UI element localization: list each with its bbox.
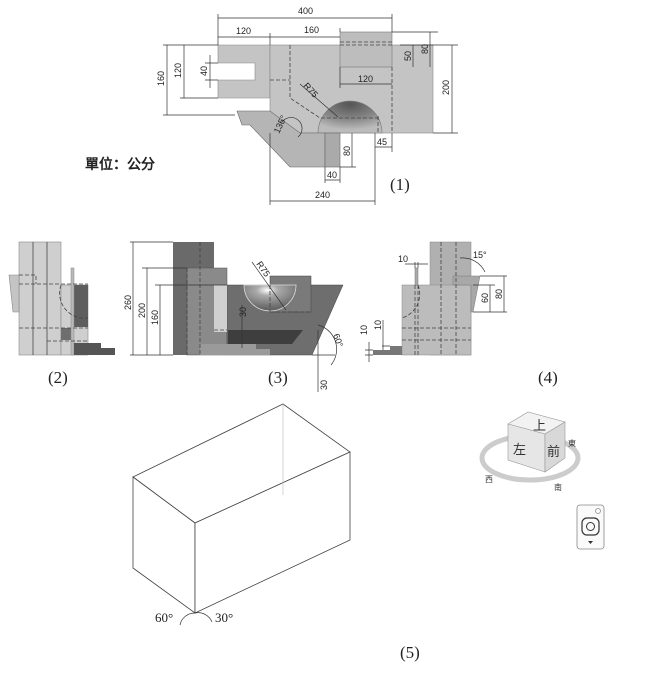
dim-260: 260	[123, 295, 133, 310]
view-1-top-view: 400 120 160 50 80 200 120 160 120 40 R75…	[156, 6, 458, 205]
dim-160-left: 160	[156, 71, 166, 86]
caption-1: (1)	[390, 175, 410, 194]
post	[414, 267, 419, 286]
dim-40-slot: 40	[199, 66, 209, 76]
dim-200: 200	[441, 80, 451, 95]
dim-30-slot: 30	[238, 307, 248, 317]
dark-block	[74, 285, 88, 327]
dim-10-left: 10	[359, 325, 369, 335]
view-2-side-view: (2)	[8, 241, 115, 387]
angle-15: 15°	[473, 250, 487, 260]
dim-160: 160	[150, 310, 160, 325]
settings-icon[interactable]	[595, 508, 601, 514]
dim-50: 50	[403, 51, 413, 61]
dim-30-base: 30	[319, 380, 329, 390]
post	[70, 267, 75, 356]
view-cube[interactable]: 上 左 前 東 西 南	[479, 411, 581, 492]
dim-40-post: 40	[327, 170, 337, 180]
cube-front-label: 前	[547, 444, 560, 460]
box-right-face	[194, 451, 351, 614]
tall-block	[18, 241, 62, 356]
navigation-bar[interactable]	[576, 504, 605, 550]
bowl-recess	[317, 100, 383, 134]
slot	[228, 330, 303, 344]
cube-front-face[interactable]	[544, 421, 566, 473]
angle-60: 60°	[155, 610, 173, 625]
chevron-down-icon[interactable]	[588, 541, 593, 544]
dim-120-left: 120	[173, 63, 183, 78]
dim-400: 400	[298, 6, 313, 16]
steps	[74, 343, 115, 355]
angle-60: 60°	[331, 332, 345, 349]
angle-30: 30°	[215, 610, 233, 625]
dim-120-top: 120	[236, 26, 251, 36]
view-5-isometric-box: 60° 30° (5)	[132, 403, 420, 662]
dim-240: 240	[315, 190, 330, 200]
caption-2: (2)	[48, 368, 68, 387]
dim-200: 200	[137, 303, 147, 318]
view-4-side-view: 10 15° 60 80 10 10 (4)	[359, 241, 558, 387]
dim-45: 45	[377, 137, 387, 147]
left-slotted-block	[217, 44, 271, 99]
upper-right-block	[339, 31, 393, 68]
dim-60: 60	[480, 293, 490, 303]
dim-80-right: 80	[420, 44, 430, 54]
compass-east[interactable]: 東	[568, 438, 576, 448]
cube-left-label: 左	[513, 443, 526, 458]
dim-120-mid: 120	[358, 74, 373, 84]
steering-wheel-icon[interactable]	[581, 517, 600, 536]
caption-4: (4)	[538, 368, 558, 387]
dim-10-step: 10	[373, 320, 383, 330]
cube-top-label: 上	[533, 419, 546, 434]
compass-south[interactable]: 南	[554, 482, 562, 492]
lower-post	[324, 132, 341, 168]
dim-80: 80	[494, 289, 504, 299]
view-3-front-view: 260 200 160 R75 30 60° 30 (3)	[123, 241, 345, 392]
caption-3: (3)	[268, 368, 288, 387]
wedge	[8, 274, 20, 313]
caption-5: (5)	[400, 643, 420, 662]
dim-160-top: 160	[304, 25, 319, 35]
dim-10-post: 10	[398, 254, 408, 264]
dim-80-post: 80	[342, 146, 352, 156]
unit-label: 單位：公分	[85, 156, 155, 173]
compass-west[interactable]: 西	[485, 475, 493, 484]
